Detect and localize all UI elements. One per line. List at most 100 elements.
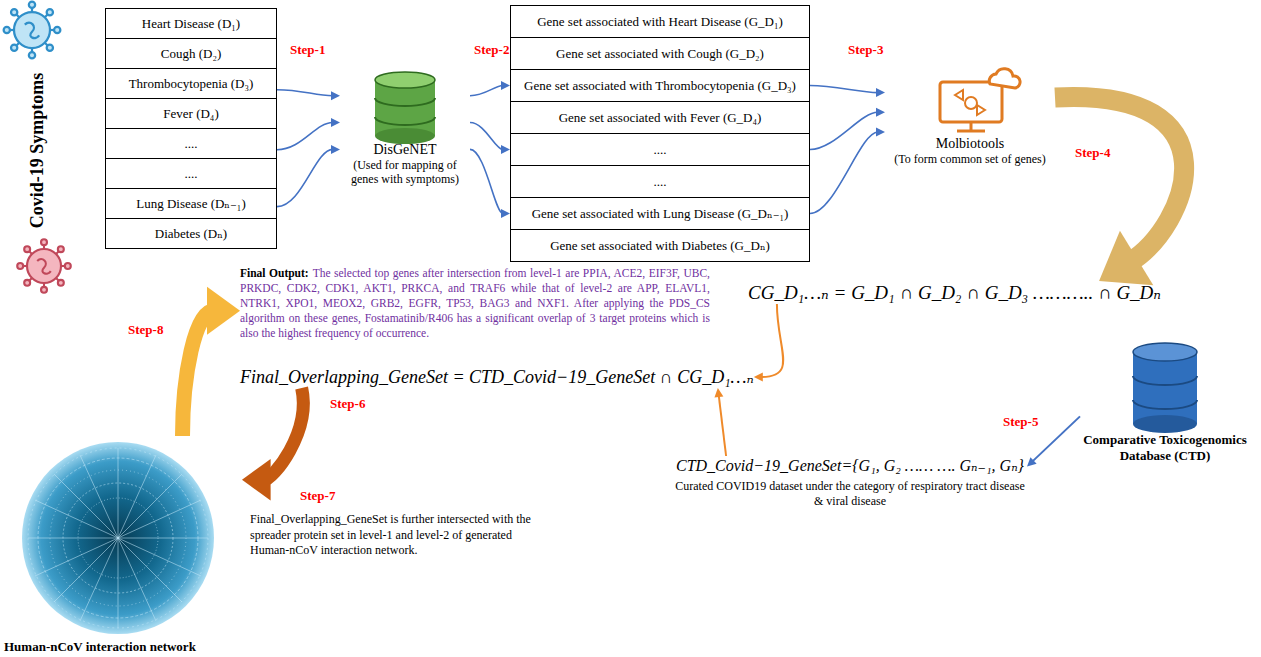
formula-text: Final_Overlapping_GeneSet = CTD_Covid−19… bbox=[240, 367, 754, 387]
connector bbox=[470, 81, 510, 96]
connector-line bbox=[810, 132, 878, 214]
database-node: Comparative Toxicogenomics Database (CTD… bbox=[1080, 340, 1250, 463]
cell-label: Thrombocytopenia (D₃) bbox=[129, 76, 254, 92]
database-node: DisGeNET(Used for mapping of genes with … bbox=[340, 70, 470, 187]
arrow-head bbox=[242, 459, 271, 501]
connector bbox=[277, 90, 340, 100]
connector-line bbox=[277, 149, 333, 206]
symptom-cell: Cough (D₂) bbox=[105, 38, 277, 69]
connector-line bbox=[810, 112, 878, 149]
gene-set-cell: Gene set associated with Lung Disease (G… bbox=[510, 197, 810, 230]
database-name: Comparative Toxicogenomics Database (CTD… bbox=[1080, 432, 1250, 463]
virus-icon bbox=[17, 239, 71, 293]
gene-set-cell: .... bbox=[510, 165, 810, 198]
gene-set-cell: Gene set associated with Fever (G_D₄) bbox=[510, 101, 810, 134]
arrow-head bbox=[501, 209, 510, 218]
step-label: Step-1 bbox=[290, 42, 325, 58]
connector-line bbox=[277, 123, 333, 150]
arrow-head bbox=[331, 145, 340, 154]
connector bbox=[810, 127, 885, 213]
gene-set-cell: Gene set associated with Thrombocytopeni… bbox=[510, 69, 810, 102]
arrow-head bbox=[876, 108, 885, 117]
vertical-title: Covid-19 Symptoms bbox=[28, 72, 49, 228]
step-label: Step-3 bbox=[848, 42, 883, 58]
connector-line bbox=[470, 86, 503, 96]
cell-label: Heart Disease (D₁) bbox=[142, 16, 240, 32]
connector bbox=[810, 108, 885, 150]
connector bbox=[1055, 97, 1184, 285]
step-label: Step-7 bbox=[300, 488, 335, 504]
connector bbox=[277, 145, 340, 207]
gene-set-cell: Gene set associated with Heart Disease (… bbox=[510, 5, 810, 38]
database-name: DisGeNET bbox=[340, 142, 470, 158]
arrow-head bbox=[1027, 457, 1037, 466]
arrow-head bbox=[207, 287, 240, 335]
connector-line bbox=[1032, 416, 1080, 461]
symptom-cell: .... bbox=[105, 128, 277, 159]
arrow-head bbox=[1099, 231, 1153, 286]
arrow-head bbox=[331, 91, 340, 100]
connector-line bbox=[277, 90, 333, 96]
symptom-cell: .... bbox=[105, 158, 277, 189]
arrow-head bbox=[754, 373, 763, 382]
cell-label: Gene set associated with Diabetes (G_Dₙ) bbox=[550, 238, 770, 254]
connector bbox=[714, 388, 726, 456]
arrow-head bbox=[331, 118, 340, 127]
cell-label: Gene set associated with Cough (G_D₂) bbox=[556, 46, 764, 62]
note-text: Final_Overlapping_GeneSet is further int… bbox=[250, 512, 550, 559]
gene-set-formula: CTD_Covid−19_GeneSet={G₁, G₂ …… …. Gₙ₋₁,… bbox=[673, 456, 1027, 475]
connector bbox=[242, 388, 303, 501]
symptom-cell: Diabetes (Dₙ) bbox=[105, 218, 277, 249]
step-label: Step-6 bbox=[330, 396, 365, 412]
cell-label: Gene set associated with Fever (G_D₄) bbox=[559, 110, 762, 126]
arrow-head bbox=[501, 81, 510, 90]
database-icon bbox=[375, 72, 435, 144]
connector-line bbox=[470, 123, 503, 150]
tool-name: Molbiotools bbox=[885, 136, 1055, 152]
formula-node: Final_Overlapping_GeneSet = CTD_Covid−19… bbox=[240, 366, 754, 388]
output-node: Final Output:The selected top genes afte… bbox=[240, 266, 710, 341]
formula-node: CG_D₁…ₙ = G_D₁ ∩ G_D₂ ∩ G_D₃ ……….. ∩ G_D… bbox=[748, 281, 1161, 304]
connector-line bbox=[810, 86, 878, 93]
cell-label: Cough (D₂) bbox=[161, 46, 222, 62]
output-text: The selected top genes after intersectio… bbox=[240, 267, 710, 339]
formula-text: CG_D₁…ₙ = G_D₁ ∩ G_D₂ ∩ G_D₃ ……….. ∩ G_D… bbox=[748, 282, 1161, 303]
network-label: Human-nCoV interaction network bbox=[4, 639, 242, 655]
step-label: Step-2 bbox=[474, 42, 509, 58]
connector bbox=[754, 304, 783, 382]
gene-set-cell: Gene set associated with Cough (G_D₂) bbox=[510, 37, 810, 70]
connector bbox=[470, 149, 510, 218]
network-illustration bbox=[22, 442, 214, 634]
virus-icon bbox=[4, 2, 61, 59]
database-note: (Used for mapping of genes with symptoms… bbox=[340, 158, 470, 187]
connector-line bbox=[761, 304, 783, 377]
arrow-head bbox=[501, 145, 510, 154]
computer-icon bbox=[940, 69, 1020, 131]
tool-note: (To form common set of genes) bbox=[885, 152, 1055, 166]
network-node: Human-nCoV interaction network bbox=[4, 436, 242, 655]
gene-set-cell: Gene set associated with Diabetes (G_Dₙ) bbox=[510, 229, 810, 262]
step-label: Step-5 bbox=[1003, 414, 1038, 430]
cell-label: .... bbox=[185, 136, 198, 152]
step-label: Step-4 bbox=[1075, 145, 1110, 161]
database-icon bbox=[1133, 343, 1197, 433]
cell-label: Diabetes (Dₙ) bbox=[155, 226, 227, 242]
connector bbox=[183, 287, 241, 436]
connector-line bbox=[265, 388, 303, 480]
gene-set-node: CTD_Covid−19_GeneSet={G₁, G₂ …… …. Gₙ₋₁,… bbox=[673, 456, 1027, 509]
cell-label: Gene set associated with Lung Disease (G… bbox=[532, 206, 789, 222]
cell-label: Gene set associated with Thrombocytopeni… bbox=[524, 78, 796, 94]
arrow-head bbox=[876, 88, 885, 97]
connector bbox=[277, 118, 340, 150]
output-heading: Final Output: bbox=[240, 267, 309, 279]
cell-label: Gene set associated with Heart Disease (… bbox=[537, 14, 783, 30]
connector bbox=[810, 86, 885, 98]
connector-line bbox=[719, 395, 726, 456]
cell-label: .... bbox=[654, 174, 667, 190]
cell-label: .... bbox=[185, 166, 198, 182]
cell-label: .... bbox=[654, 142, 667, 158]
arrow-head bbox=[876, 127, 885, 136]
symptom-cell: Fever (D₄) bbox=[105, 98, 277, 129]
cell-label: Fever (D₄) bbox=[163, 106, 218, 122]
